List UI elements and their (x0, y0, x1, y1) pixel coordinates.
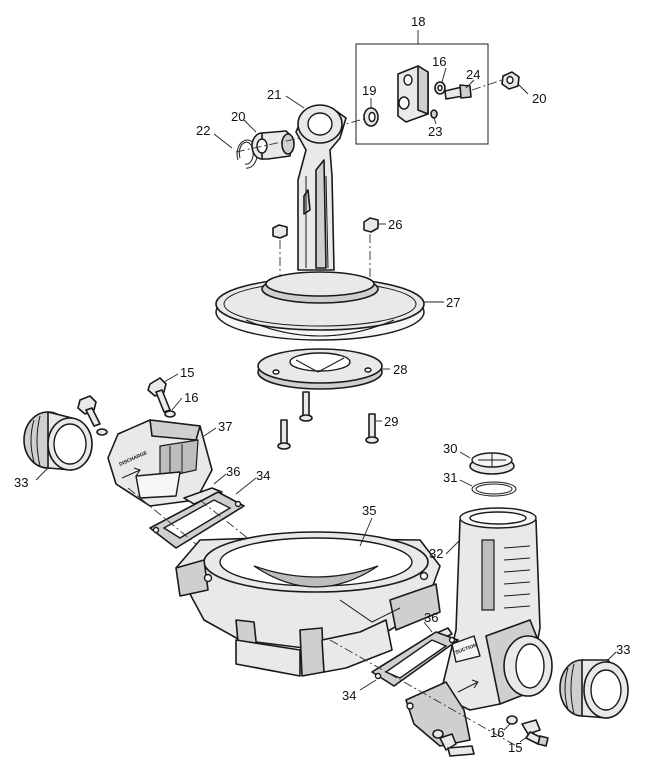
leader-lines (35, 67, 617, 743)
callout-21: 21 (267, 87, 281, 102)
part-34-gasket-upper (149, 491, 245, 549)
callout-36-upper: 36 (226, 464, 240, 479)
part-18-inset-box (355, 30, 489, 145)
callout-labels: 18 16 24 19 20 21 20 22 23 26 27 28 15 1… (14, 14, 630, 755)
part-16-washer-top (434, 81, 446, 95)
part-24-bolt (444, 84, 472, 100)
callout-36-lower: 36 (424, 610, 438, 625)
callout-37: 37 (218, 419, 232, 434)
part-19-washer (363, 107, 379, 127)
part-30-valve-cap (469, 452, 515, 475)
callout-29: 29 (384, 414, 398, 429)
callout-16-top: 16 (432, 54, 446, 69)
callout-20-left: 20 (231, 109, 245, 124)
part-26-nut-left (272, 224, 288, 239)
part-27-diaphragm (215, 271, 425, 341)
callout-23: 23 (428, 124, 442, 139)
part-16-washer-left (96, 410, 176, 436)
part-15-bolt-left-lower (77, 395, 101, 427)
part-21-connecting-rod (295, 104, 347, 271)
part-28-clamp-plate (257, 348, 383, 390)
callout-26: 26 (388, 217, 402, 232)
callout-27: 27 (446, 295, 460, 310)
callout-33-right: 33 (616, 642, 630, 657)
callout-32: 32 (429, 546, 443, 561)
part-33-fitting-left (23, 411, 93, 471)
part-31-seal-ring (471, 481, 517, 497)
part-15-bolt-right-2 (521, 719, 549, 747)
callout-18: 18 (411, 14, 425, 29)
callout-20-right: 20 (532, 91, 546, 106)
part-32-suction-manifold: SUCTION (405, 507, 553, 747)
callout-16-right: 16 (490, 725, 504, 740)
callout-22: 22 (196, 123, 210, 138)
callout-31: 31 (443, 470, 457, 485)
part-26-nut (363, 217, 379, 233)
part-20-nut-right (501, 71, 520, 90)
part-29-bolt-3 (365, 413, 379, 444)
part-29-bolt-1 (277, 419, 291, 450)
part-20-wrist-pin (251, 130, 295, 160)
callout-33-left: 33 (14, 475, 28, 490)
part-16-washer-right (432, 715, 518, 739)
part-29-bolt-2 (299, 391, 313, 422)
callout-15-left: 15 (180, 365, 194, 380)
callout-30: 30 (443, 441, 457, 456)
part-15-bolt-left-upper (147, 377, 171, 413)
part-33-fitting-right (559, 659, 629, 719)
part-18-block (397, 65, 429, 123)
callout-24: 24 (466, 67, 480, 82)
callout-34-lower: 34 (342, 688, 356, 703)
callout-28: 28 (393, 362, 407, 377)
part-23-pin (430, 109, 438, 119)
callout-16-left: 16 (184, 390, 198, 405)
part-34-gasket-lower (371, 631, 459, 687)
part-35-pump-base (175, 531, 441, 677)
callout-34-upper: 34 (256, 468, 270, 483)
callout-35: 35 (362, 503, 376, 518)
callout-15-right: 15 (508, 740, 522, 755)
part-36-check-valve-upper (183, 487, 223, 505)
callout-19: 19 (362, 83, 376, 98)
part-15-bolt-right-1 (439, 733, 475, 757)
